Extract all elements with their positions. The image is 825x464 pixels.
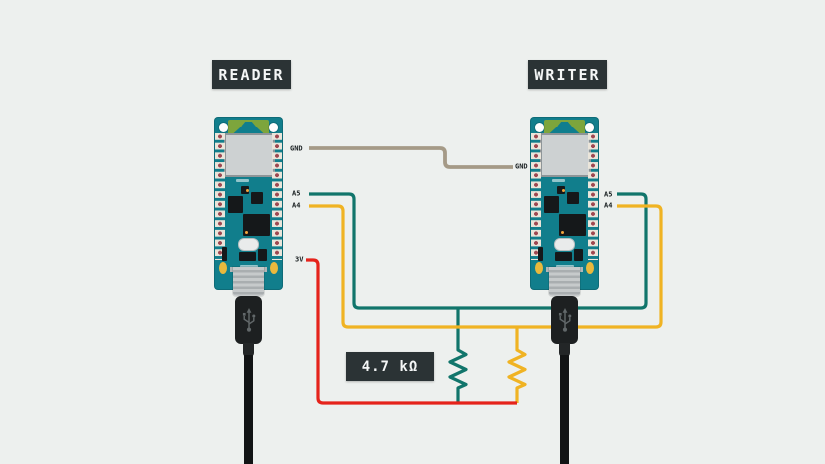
reader-pin-label-a5: A5 bbox=[292, 189, 301, 198]
ic-chip bbox=[228, 196, 243, 213]
silkscreen-text bbox=[552, 179, 565, 182]
reader-pin-label-3v: 3V bbox=[295, 255, 304, 264]
crystal-oscillator bbox=[554, 238, 575, 251]
ic-chip bbox=[544, 196, 559, 213]
reader-pcb bbox=[214, 117, 283, 290]
reader-title-tag: READER bbox=[212, 60, 291, 89]
usb-plug bbox=[551, 296, 578, 344]
pin-pads-right bbox=[588, 133, 598, 260]
writer-pcb bbox=[530, 117, 599, 290]
writer-title-tag: WRITER bbox=[528, 60, 607, 89]
writer-pin-label-a5: A5 bbox=[604, 190, 613, 199]
pullup-resistor-scl bbox=[448, 308, 468, 404]
crystal-oscillator bbox=[238, 238, 259, 251]
ic-chip bbox=[555, 252, 572, 261]
pullup-resistor-sda bbox=[507, 327, 527, 403]
diode bbox=[222, 247, 227, 261]
usb-plug bbox=[235, 296, 262, 344]
gold-pad bbox=[535, 262, 543, 274]
mounting-hole bbox=[269, 123, 278, 132]
gold-pad bbox=[586, 262, 594, 274]
wire-3v bbox=[306, 258, 517, 405]
writer-board bbox=[530, 117, 599, 464]
usb-cable bbox=[560, 355, 569, 464]
ic-chip bbox=[241, 186, 249, 194]
mcu-chip bbox=[243, 214, 270, 236]
usb-plug-neck bbox=[559, 343, 570, 357]
wire-gnd bbox=[309, 146, 513, 169]
pin-pads-right bbox=[272, 133, 282, 260]
wire-a5-scl bbox=[309, 192, 648, 310]
ic-chip bbox=[239, 252, 256, 261]
wire-a4-sda bbox=[309, 204, 663, 329]
led bbox=[561, 231, 564, 234]
silkscreen-text bbox=[240, 265, 258, 268]
mcu-chip bbox=[559, 214, 586, 236]
silkscreen-text bbox=[556, 265, 574, 268]
pin-pads-left bbox=[531, 133, 541, 260]
resistor-value-tag: 4.7 kΩ bbox=[346, 352, 434, 381]
rf-module-shield bbox=[224, 133, 275, 177]
antenna-icon bbox=[232, 127, 265, 134]
usb-connector bbox=[233, 267, 264, 296]
led bbox=[562, 189, 565, 192]
usb-cable bbox=[244, 355, 253, 464]
usb-trident-icon bbox=[242, 308, 255, 332]
antenna-band bbox=[228, 120, 269, 135]
mounting-hole bbox=[219, 123, 228, 132]
writer-pin-label-gnd: GND bbox=[515, 162, 528, 171]
silkscreen-text bbox=[236, 179, 249, 182]
usb-connector bbox=[549, 267, 580, 296]
mounting-hole bbox=[535, 123, 544, 132]
led bbox=[246, 189, 249, 192]
usb-plug-neck bbox=[243, 343, 254, 357]
usb-trident-icon bbox=[558, 308, 571, 332]
rf-module-shield bbox=[540, 133, 591, 177]
ic-chip bbox=[557, 186, 565, 194]
reader-pin-label-gnd: GND bbox=[290, 144, 303, 153]
ic-chip bbox=[567, 192, 579, 204]
antenna-band bbox=[544, 120, 585, 135]
gold-pad bbox=[219, 262, 227, 274]
reader-pin-label-a4: A4 bbox=[292, 201, 301, 210]
ic-chip bbox=[251, 192, 263, 204]
ic-chip bbox=[258, 249, 267, 261]
gold-pad bbox=[270, 262, 278, 274]
antenna-icon bbox=[557, 122, 572, 127]
antenna-icon bbox=[548, 127, 581, 134]
diode bbox=[538, 247, 543, 261]
ic-chip bbox=[574, 249, 583, 261]
led bbox=[245, 231, 248, 234]
writer-pin-label-a4: A4 bbox=[604, 201, 613, 210]
mounting-hole bbox=[585, 123, 594, 132]
antenna-icon bbox=[241, 122, 256, 127]
reader-board bbox=[214, 117, 283, 464]
pin-pads-left bbox=[215, 133, 225, 260]
